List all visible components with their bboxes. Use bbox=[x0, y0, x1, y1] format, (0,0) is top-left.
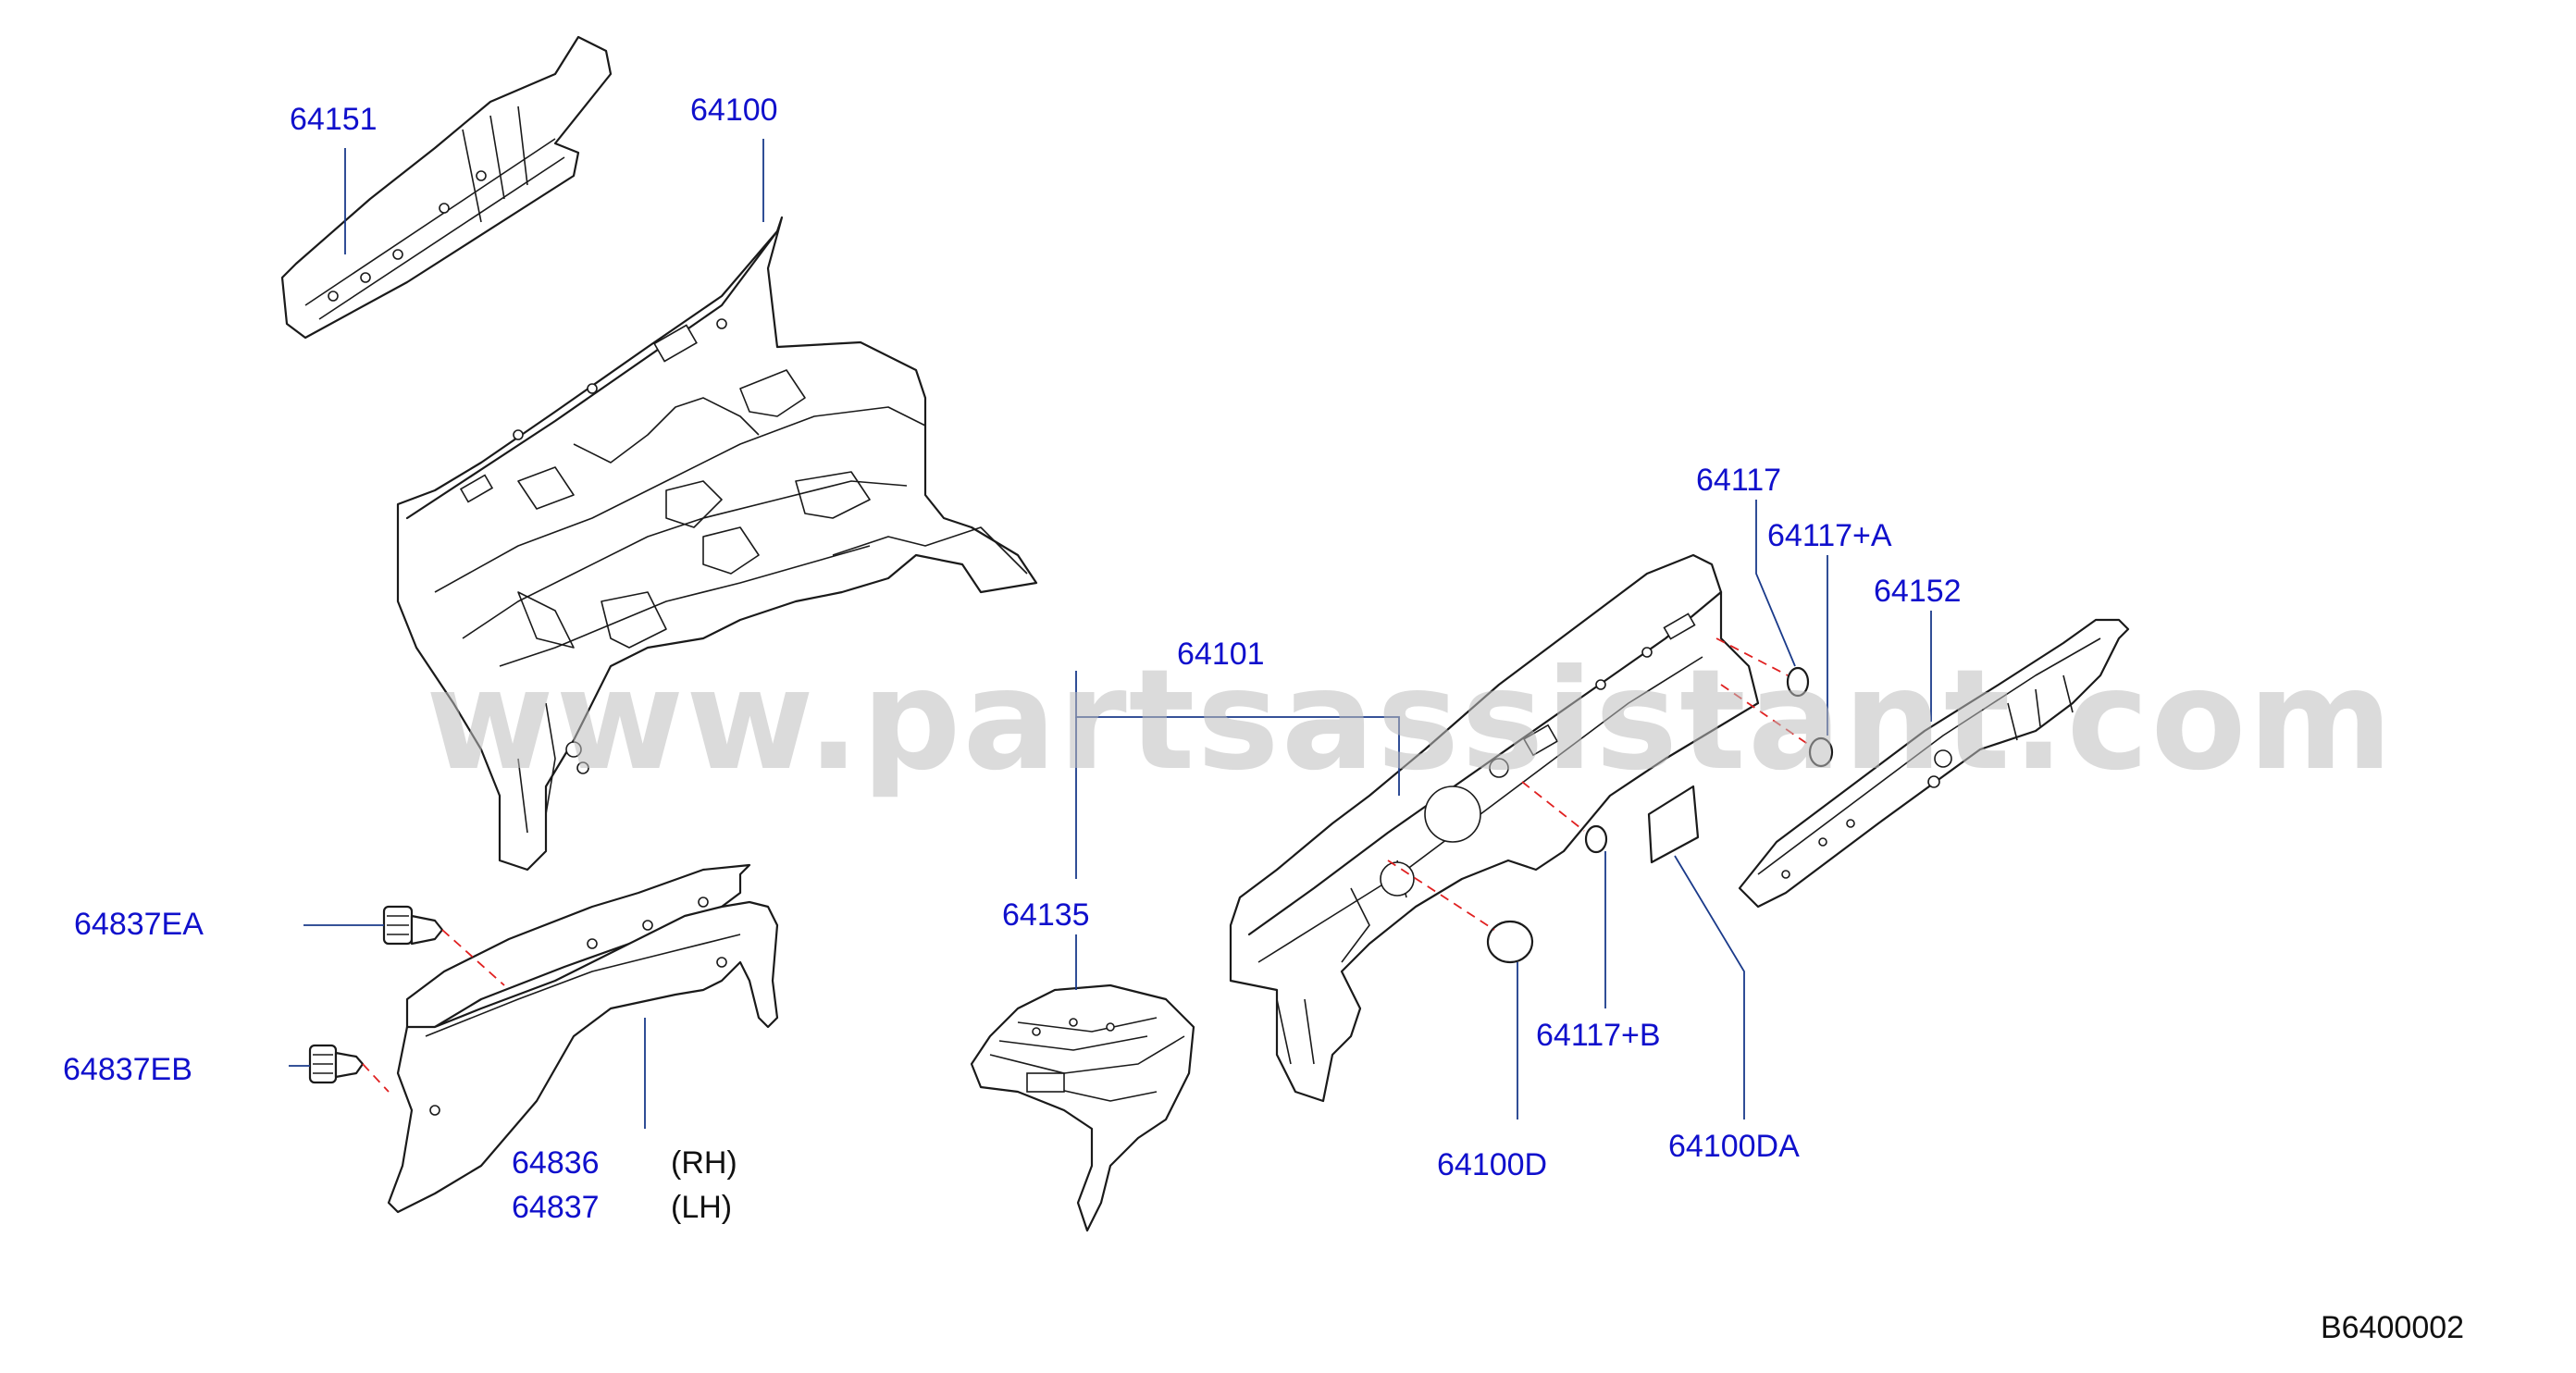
callout-64151[interactable]: 64151 bbox=[290, 102, 378, 137]
fastener-64837ea[interactable] bbox=[382, 905, 444, 946]
watermark: www.partsassistant.com bbox=[426, 640, 2395, 801]
part-64100-dash-panel[interactable] bbox=[396, 216, 1038, 872]
callout-64100d[interactable]: 64100D bbox=[1437, 1147, 1547, 1182]
callout-64100da[interactable]: 64100DA bbox=[1668, 1129, 1800, 1164]
callout-64117[interactable]: 64117 bbox=[1696, 463, 1781, 498]
plug-64100d[interactable] bbox=[1486, 920, 1534, 964]
seal-64100da[interactable] bbox=[1647, 785, 1700, 864]
callout-64152[interactable]: 64152 bbox=[1874, 574, 1962, 609]
fastener-64837eb[interactable] bbox=[308, 1044, 365, 1084]
plug-path-64117b bbox=[1521, 781, 1585, 832]
fastener-path-64837eb bbox=[362, 1063, 390, 1093]
part-64836-64837-shield[interactable] bbox=[387, 863, 779, 1214]
callout-64101[interactable]: 64101 bbox=[1177, 637, 1265, 672]
plug-64117b[interactable] bbox=[1584, 824, 1608, 854]
callout-64117a[interactable]: 64117+A bbox=[1767, 518, 1892, 553]
callout-64836[interactable]: 64836 bbox=[512, 1145, 600, 1181]
part-64151-bracket[interactable] bbox=[280, 35, 613, 340]
callout-64837ea[interactable]: 64837EA bbox=[74, 907, 204, 942]
leader-64117 bbox=[1755, 500, 1796, 667]
part-64101-side-member[interactable] bbox=[1229, 553, 1760, 1103]
side-note-rh: (RH) bbox=[671, 1145, 737, 1181]
callout-64837eb[interactable]: 64837EB bbox=[63, 1052, 192, 1087]
plug-path-64100d bbox=[1387, 860, 1495, 931]
leader-64101 bbox=[1075, 671, 1400, 796]
side-note-lh: (LH) bbox=[671, 1190, 732, 1225]
callout-64837[interactable]: 64837 bbox=[512, 1190, 600, 1225]
diagram-id: B6400002 bbox=[2321, 1310, 2464, 1345]
callout-64117b[interactable]: 64117+B bbox=[1536, 1018, 1661, 1053]
callout-64135[interactable]: 64135 bbox=[1002, 897, 1090, 933]
callout-64100[interactable]: 64100 bbox=[690, 93, 778, 128]
part-64135-support[interactable] bbox=[970, 983, 1195, 1232]
plug-path-64117a bbox=[1720, 684, 1810, 746]
leader-64100da bbox=[1674, 855, 1745, 1119]
plug-64117a[interactable] bbox=[1808, 736, 1834, 768]
fastener-path-64837ea bbox=[441, 929, 505, 986]
plug-64117[interactable] bbox=[1786, 666, 1810, 698]
part-64152-reinforcement[interactable] bbox=[1738, 618, 2130, 909]
plug-path-64117 bbox=[1715, 637, 1789, 676]
